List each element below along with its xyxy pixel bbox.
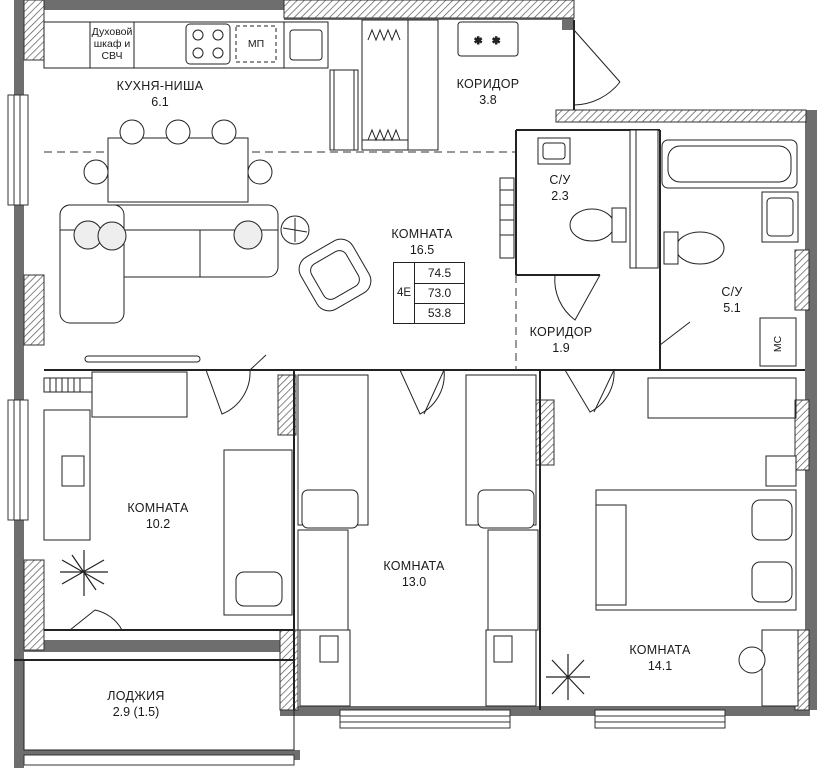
tv-stand	[84, 355, 201, 363]
room-name: КОРИДОР	[456, 77, 520, 91]
bathroom-fixtures	[537, 129, 799, 367]
entrance-door	[573, 29, 621, 106]
room-area: 2.3	[551, 189, 569, 203]
room-area: 10.2	[145, 517, 171, 531]
room-area: 13.0	[401, 575, 427, 589]
desks	[43, 409, 799, 707]
total-area: 74.5	[415, 263, 464, 284]
dishwasher-label: МП	[247, 38, 265, 50]
room-area: 5.1	[723, 301, 741, 315]
area-without-loggia: 73.0	[415, 283, 464, 304]
radiators	[43, 377, 93, 393]
room-name: С/У	[721, 285, 743, 299]
room-label-bath-small: С/У 2.3	[549, 172, 570, 204]
room-name: С/У	[549, 173, 571, 187]
radiator-living	[499, 177, 515, 259]
room-label-corridor-top: КОРИДОР 3.8	[457, 76, 520, 108]
room-label-kitchen: КУХНЯ-НИША 6.1	[117, 78, 204, 110]
room-area: 2.9 (1.5)	[112, 705, 160, 719]
room-label-right: КОМНАТА 14.1	[629, 642, 690, 674]
sofa	[59, 204, 279, 324]
plants	[60, 550, 590, 700]
room-area: 3.8	[479, 93, 497, 107]
room-label-middle: КОМНАТА 13.0	[383, 558, 444, 590]
room-label-loggia: ЛОДЖИЯ 2.9 (1.5)	[107, 688, 164, 720]
room-area: 1.9	[552, 341, 570, 355]
room-area: 6.1	[151, 95, 169, 109]
wardrobe-top	[361, 19, 439, 151]
room-area: 14.1	[647, 659, 673, 673]
beds	[223, 449, 797, 616]
room-name: КОРИДОР	[529, 325, 593, 339]
oven-label: Духовой шкаф и СВЧ	[91, 26, 133, 62]
room-area: 16.5	[409, 243, 435, 257]
doors	[69, 274, 691, 631]
room-label-left: КОМНАТА 10.2	[127, 500, 188, 532]
svg-text:✱: ✱	[492, 36, 500, 47]
svg-text:✱: ✱	[474, 36, 482, 47]
room-name: КОМНАТА	[127, 501, 189, 515]
room-name: ЛОДЖИЯ	[107, 689, 165, 703]
flat-area-table: 4Е 74.5 73.0 53.8	[393, 262, 465, 324]
flat-code: 4Е	[394, 263, 415, 323]
hatched-walls	[23, 0, 810, 711]
room-name: КОМНАТА	[383, 559, 445, 573]
room-name: КУХНЯ-НИША	[116, 79, 204, 93]
room-name: КОМНАТА	[629, 643, 691, 657]
kitchen-counter	[43, 21, 359, 151]
mc-label: МС	[772, 335, 784, 353]
windows	[7, 94, 726, 766]
room-label-living: КОМНАТА 16.5	[391, 226, 452, 258]
room-label-bath-large: С/У 5.1	[721, 284, 742, 316]
living-area: 53.8	[427, 306, 452, 320]
loggia-outline	[23, 659, 295, 751]
armchair	[280, 215, 372, 312]
room-label-corridor-mid: КОРИДОР 1.9	[530, 324, 593, 356]
shoe-cabinet: ✱ ✱	[457, 21, 519, 57]
dining-table	[83, 119, 273, 203]
room-name: КОМНАТА	[391, 227, 453, 241]
